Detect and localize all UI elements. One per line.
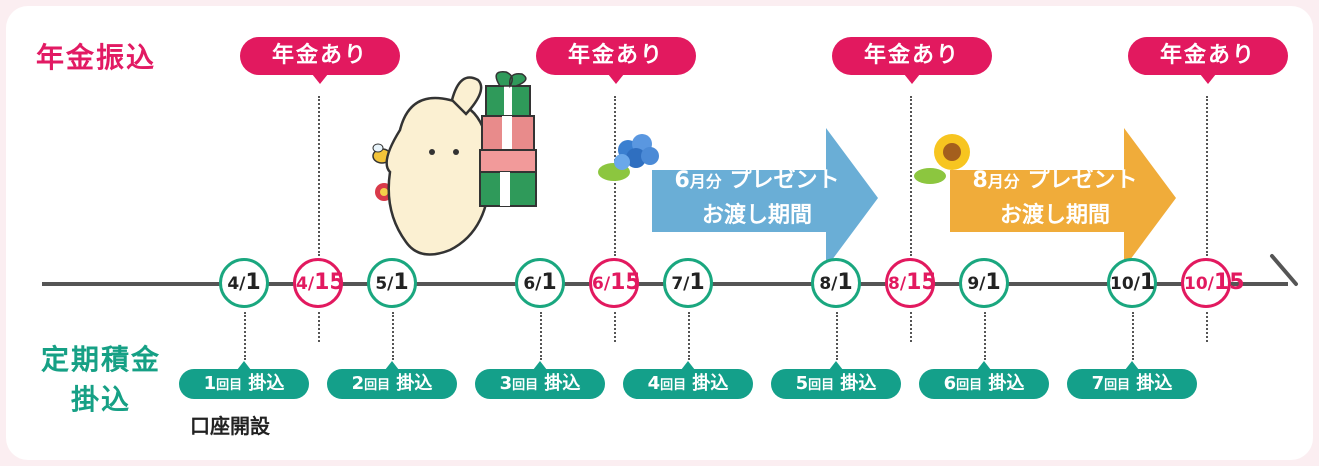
deposit-pill: 2回目 掛込 xyxy=(327,361,457,399)
deposit-connector xyxy=(984,312,986,360)
date-circle: 9/1 xyxy=(959,258,1009,308)
timeline-end-arrow xyxy=(1270,254,1298,286)
pension-connector xyxy=(1206,96,1208,256)
deposit-connector xyxy=(392,312,394,360)
present-arrow xyxy=(950,128,1176,268)
pension-transfer-label: 年金振込 xyxy=(36,41,157,74)
present-period-label: 8月分 プレゼント お渡し期間 xyxy=(972,168,1138,228)
deposit-pill: 4回目 掛込 xyxy=(623,361,753,399)
pension-pill: 年金あり xyxy=(1128,37,1288,84)
regular-deposit-label: 定期積金 掛込 xyxy=(36,340,166,420)
date-circle: 7/1 xyxy=(663,258,713,308)
date-circle: 10/1 xyxy=(1107,258,1157,308)
deposit-pill: 7回目 掛込 xyxy=(1067,361,1197,399)
date-circle-pension: 6/15 xyxy=(589,258,641,308)
date-circle: 6/1 xyxy=(515,258,565,308)
pension-connector xyxy=(1206,312,1208,342)
regular-deposit-label-line1: 定期積金 xyxy=(40,343,161,376)
deposit-connector xyxy=(688,312,690,360)
mascot-with-gifts xyxy=(372,71,537,256)
date-circle: 8/1 xyxy=(811,258,861,308)
regular-deposit-label-line2: 掛込 xyxy=(70,383,131,416)
date-circle-pension: 8/15 xyxy=(885,258,937,308)
account-open-label: 口座開設 xyxy=(190,414,270,438)
pension-connector xyxy=(910,96,912,256)
bee-icon xyxy=(372,143,392,164)
deposit-connector xyxy=(540,312,542,360)
deposit-connector xyxy=(244,312,246,360)
pension-connector xyxy=(614,312,616,342)
hydrangea-icon xyxy=(598,134,659,181)
deposit-pill: 5回目 掛込 xyxy=(771,361,901,399)
pension-connector xyxy=(318,96,320,256)
present-period-label: 6月分 プレゼント お渡し期間 xyxy=(674,168,840,228)
deposit-pill: 6回目 掛込 xyxy=(919,361,1049,399)
date-circle-pension: 4/15 xyxy=(293,258,345,308)
pension-pill: 年金あり xyxy=(832,37,992,84)
deposit-pill: 3回目 掛込 xyxy=(475,361,605,399)
deposit-connector xyxy=(836,312,838,360)
pension-pill: 年金あり xyxy=(240,37,400,84)
date-circle: 5/1 xyxy=(367,258,417,308)
sunflower-icon xyxy=(914,134,970,184)
present-arrow xyxy=(652,128,878,268)
deposit-connector xyxy=(1132,312,1134,360)
date-circle-pension: 10/15 xyxy=(1181,258,1245,308)
deposit-pill: 1回目 掛込 xyxy=(179,361,309,399)
pension-connector xyxy=(318,312,320,342)
pension-pill: 年金あり xyxy=(536,37,696,84)
date-circle: 4/1 xyxy=(219,258,269,308)
pension-connector xyxy=(910,312,912,342)
